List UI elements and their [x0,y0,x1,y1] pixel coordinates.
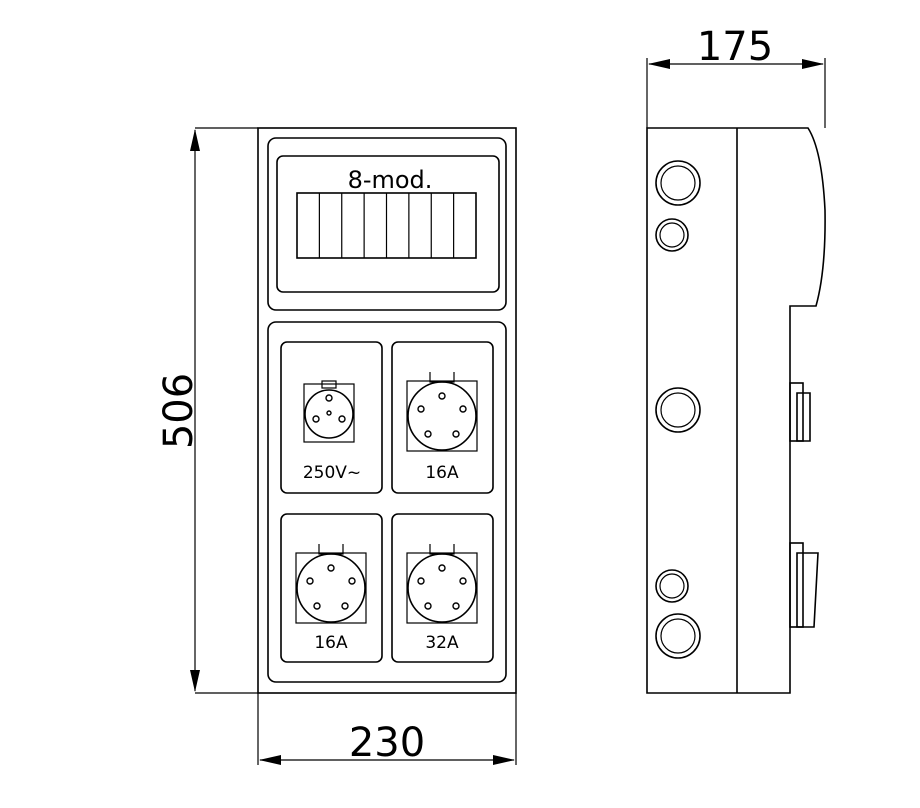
socket-label: 250V~ [303,463,361,483]
depth-dimension: 175 [646,24,826,128]
socket-lid-upper [789,382,811,442]
cable-gland-small [655,569,689,603]
cable-gland-large [655,160,701,206]
socket-250v: 250V~ [280,341,383,494]
front-view: 8-mod. 250V~ 16A [257,127,517,694]
module-panel-inner [276,155,500,293]
side-view [646,127,826,694]
depth-label: 175 [697,24,773,70]
height-dimension: 506 [156,127,258,694]
socket-label: 16A [425,463,459,483]
socket-16a-bottom: 16A [280,513,383,663]
cable-gland-large [655,613,701,659]
socket-label: 16A [314,633,348,653]
height-label: 506 [156,373,202,449]
module-panel-outer [267,137,507,311]
enclosure-outline [257,127,517,694]
socket-16a-top: 16A [391,341,494,494]
width-dimension: 230 [257,693,517,766]
module-dividers [318,193,455,258]
width-label: 230 [349,720,425,766]
socket-32a: 32A [391,513,494,663]
socket-label: 32A [425,633,459,653]
cable-gland-small [655,218,689,252]
module-panel-label: 8-mod. [348,166,433,194]
socket-panel [267,321,507,683]
cable-gland-large [655,387,701,433]
side-outline [646,127,826,694]
socket-lid-lower [789,542,819,628]
